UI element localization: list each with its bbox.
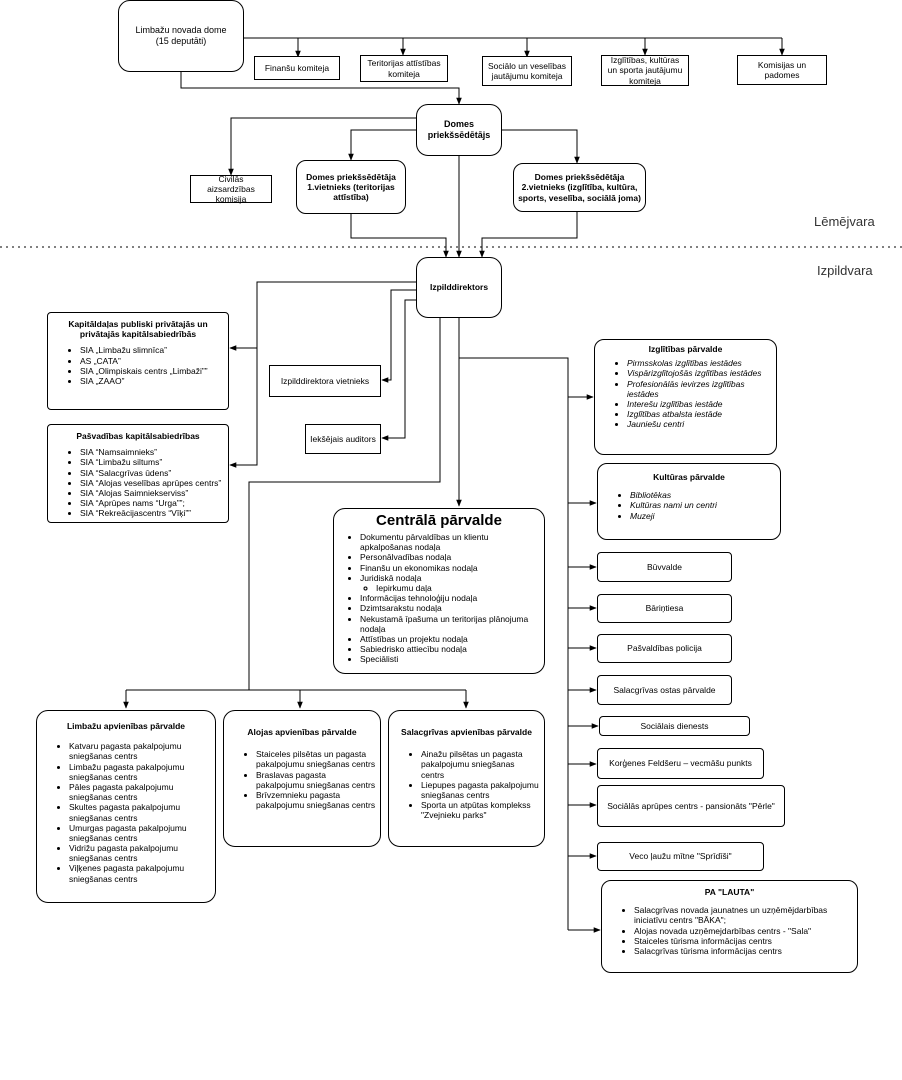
list-item: Attīstības un projektu nodaļa <box>360 634 540 644</box>
list-item: Brīvzemnieku pagasta pakalpojumu sniegša… <box>256 790 376 810</box>
list-item: Alojas novada uzņēmejdarbības centrs - "… <box>634 926 853 936</box>
label-decision-power: Lēmējvara <box>814 214 875 229</box>
civil-defence-box: Civilās aizsardzības komisija <box>190 174 272 204</box>
list-item: Liepupes pagasta pakalpojumu sniegšanas … <box>421 780 540 800</box>
list-item: Juridiskā nodaļa Iepirkumu daļa <box>360 573 540 593</box>
list-item: Vispārizglītojošās izglītības iestādes <box>627 368 772 378</box>
list-item: SIA “Rekreācijascentrs “Vīķi”” <box>80 508 224 518</box>
committee-education: Izglītības, kultūras un sporta jautājumu… <box>601 55 689 86</box>
education-admin-title: Izglītības pārvalde <box>648 344 723 354</box>
list-item: Personālvadības nodaļa <box>360 552 540 562</box>
committee-finance: Finanšu komiteja <box>254 56 340 80</box>
list-item: Pirmsskolas izglītības iestādes <box>627 358 772 368</box>
limbazi-union-box: Limbažu apvienības pārvalde Katvaru paga… <box>36 710 216 903</box>
list-item: SIA “Limbažu siltums” <box>80 457 224 467</box>
list-item: Iepirkumu daļa <box>376 583 540 593</box>
list-item: Dokumentu pārvaldības un klientu apkalpo… <box>360 532 540 552</box>
salacgriva-union-box: Salacgrīvas apvienības pārvalde Ainažu p… <box>388 710 545 847</box>
list-item: Skultes pagasta pakalpojumu sniegšanas c… <box>69 802 211 822</box>
list-item: Viļķenes pagasta pakalpojumu sniegšanas … <box>69 863 211 883</box>
lauta-title: PA "LAUTA" <box>704 887 755 897</box>
vice-chair-2-box: Domes priekšsēdētāja 2.vietnieks (izglīt… <box>513 163 646 212</box>
committees-and-boards: Komisijas un padomes <box>737 55 827 85</box>
municipal-companies-title: Pašvadības kapitālsabiedrības <box>76 431 200 441</box>
list-item: SIA “Alojas veselības aprūpes centrs” <box>80 478 224 488</box>
list-item: Katvaru pagasta pakalpojumu sniegšanas c… <box>69 741 211 761</box>
label-executive-power: Izpildvara <box>817 263 873 278</box>
education-admin-box: Izglītības pārvalde Pirmsskolas izglītīb… <box>594 339 777 455</box>
list-item: Sabiedrisko attiecību nodaļa <box>360 644 540 654</box>
list-item: Interešu izglītības iestāde <box>627 399 772 409</box>
list-item: Staiceles tūrisma informācijas centrs <box>634 936 853 946</box>
elderly-home-box: Veco ļaužu mītne "Sprīdīši" <box>597 842 764 871</box>
vice-chair-1-box: Domes priekšsēdētāja 1.vietnieks (terito… <box>296 160 406 214</box>
ppp-companies-box: Kapitāldaļas publiski privātajās un priv… <box>47 312 229 410</box>
central-admin-title: Centrālā pārvalde <box>376 512 502 529</box>
social-service-box: Sociālais dienests <box>599 716 750 736</box>
list-item: SIA “Aprūpes nams “Urga””; <box>80 498 224 508</box>
list-item: SIA „ZAAO” <box>80 376 224 386</box>
list-item: Limbažu pagasta pakalpojumu sniegšanas c… <box>69 762 211 782</box>
list-item: Vidrižu pagasta pakalpojumu sniegšanas c… <box>69 843 211 863</box>
list-item: Speciālisti <box>360 654 540 664</box>
chair-box: Domes priekšsēdētājs <box>416 104 502 156</box>
culture-admin-title: Kultūras pārvalde <box>653 472 725 482</box>
list-item: Salacgrīvas novada jaunatnes un uzņēmējd… <box>634 905 853 925</box>
list-item: Ainažu pilsētas un pagasta pakalpojumu s… <box>421 749 540 780</box>
list-item: Sporta un atpūtas komplekss "Zvejnieku p… <box>421 800 540 820</box>
committee-territory: Teritorijas attīstības komiteja <box>360 55 448 82</box>
list-item: Bibliotēkas <box>630 490 776 500</box>
council-box: Limbažu novada dome (15 deputāti) <box>118 0 244 72</box>
central-admin-box: Centrālā pārvalde Dokumentu pārvaldības … <box>333 508 545 674</box>
list-item: Kultūras nami un centri <box>630 500 776 510</box>
feldsher-point-box: Korģenes Feldšeru – vecmāšu punkts <box>597 748 764 779</box>
care-centre-box: Sociālās aprūpes centrs - pansionāts "Pē… <box>597 785 785 827</box>
aloja-union-title: Alojas apvienības pārvalde <box>247 727 357 737</box>
list-item: SIA “Namsaimnieks” <box>80 447 224 457</box>
aloja-union-box: Alojas apvienības pārvalde Staiceles pil… <box>223 710 381 847</box>
list-item: Informācijas tehnoloģiju nodaļa <box>360 593 540 603</box>
municipal-companies-box: Pašvadības kapitālsabiedrības SIA “Namsa… <box>47 424 229 523</box>
list-item: SIA „Limbažu slimnīca” <box>80 345 224 355</box>
salacgriva-union-title: Salacgrīvas apvienības pārvalde <box>401 727 532 737</box>
orphans-court-box: Bāriņtiesa <box>597 594 732 623</box>
ppp-companies-title: Kapitāldaļas publiski privātajās un priv… <box>68 319 208 340</box>
list-item: SIA “Alojas Saimniekserviss” <box>80 488 224 498</box>
municipal-police-box: Pašvaldības policija <box>597 634 732 663</box>
building-board-box: Būvvalde <box>597 552 732 582</box>
list-item: Nekustamā īpašuma un teritorijas plānoju… <box>360 614 540 634</box>
port-admin-box: Salacgrīvas ostas pārvalde <box>597 675 732 705</box>
list-item: Umurgas pagasta pakalpojumu sniegšanas c… <box>69 823 211 843</box>
legal-dept-label: Juridiskā nodaļa <box>360 572 422 583</box>
list-item: Izglītības atbalsta iestāde <box>627 409 772 419</box>
list-item: Finanšu un ekonomikas nodaļa <box>360 563 540 573</box>
list-item: Braslavas pagasta pakalpojumu sniegšanas… <box>256 770 376 790</box>
director-box: Izpilddirektors <box>416 257 502 318</box>
auditor-box: Iekšējais auditors <box>305 424 381 454</box>
list-item: SIA “Salacgrīvas ūdens” <box>80 468 224 478</box>
lauta-box: PA "LAUTA" Salacgrīvas novada jaunatnes … <box>601 880 858 973</box>
culture-admin-box: Kultūras pārvalde Bibliotēkas Kultūras n… <box>597 463 781 540</box>
list-item: Staiceles pilsētas un pagasta pakalpojum… <box>256 749 376 769</box>
list-item: Muzeji <box>630 511 776 521</box>
limbazi-union-title: Limbažu apvienības pārvalde <box>66 721 186 731</box>
committee-social: Sociālo un veselības jautājumu komiteja <box>482 56 572 86</box>
list-item: SIA „Olimpiskais centrs „Limbaži”” <box>80 366 224 376</box>
list-item: Profesionālās ievirzes izglītības iestād… <box>627 379 772 399</box>
list-item: Pāles pagasta pakalpojumu sniegšanas cen… <box>69 782 211 802</box>
list-item: AS „CATA” <box>80 356 224 366</box>
list-item: Jauniešu centri <box>627 419 772 429</box>
list-item: Dzimtsarakstu nodaļa <box>360 603 540 613</box>
director-deputies-box: Izpilddirektora vietnieks <box>269 365 381 397</box>
list-item: Salacgrīvas tūrisma informācijas centrs <box>634 946 853 956</box>
